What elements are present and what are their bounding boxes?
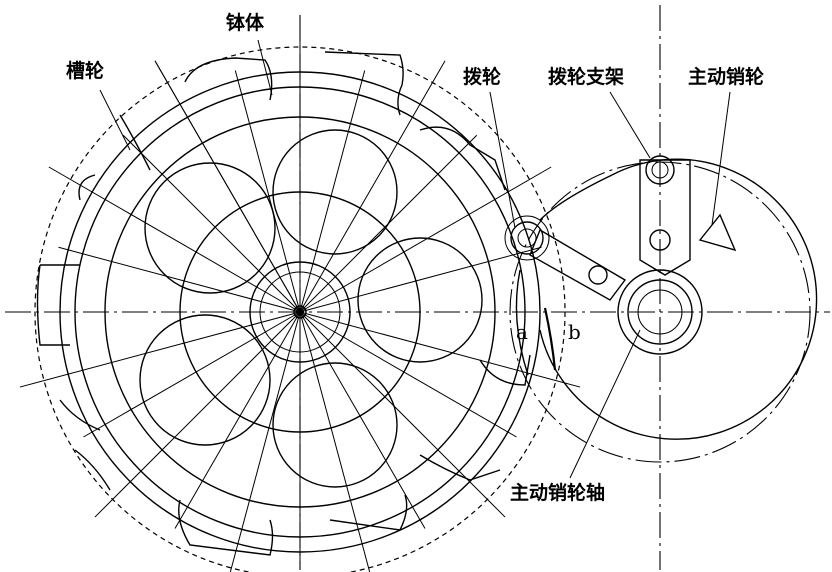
- dial-bracket: [504, 155, 691, 301]
- dial-bracket-label: 拨轮支架: [548, 66, 625, 88]
- driving-pin-wheel-label: 主动销轮: [688, 66, 765, 88]
- radial-line: [299, 311, 426, 529]
- radial-line: [299, 60, 446, 313]
- radial-line: [94, 311, 301, 518]
- radial-line: [234, 70, 301, 313]
- radial-line: [299, 246, 542, 313]
- radial-line: [83, 311, 301, 438]
- radial-line: [299, 311, 581, 388]
- pocket-body-label: 钵体: [226, 12, 265, 34]
- geneva-wheel: [34, 46, 566, 572]
- driving-pin-shaft-label: 主动销轮轴: [510, 482, 606, 504]
- radial-line: [299, 311, 506, 518]
- radial-line: [229, 311, 301, 572]
- leader-lines: [99, 39, 731, 479]
- radial-line: [299, 70, 366, 313]
- radial-line: [58, 246, 301, 313]
- radial-line: [299, 311, 517, 438]
- radial-line: [299, 166, 552, 313]
- geneva-wheel-label: 槽轮: [66, 60, 105, 82]
- point-a-label: a: [516, 320, 528, 344]
- radial-line: [48, 166, 301, 313]
- dial-wheel-label: 拨轮: [463, 66, 502, 88]
- radial-line: [299, 311, 371, 572]
- geneva-teeth: [36, 51, 531, 556]
- radial-line: [19, 311, 301, 388]
- radial-line: [122, 134, 301, 313]
- radial-line: [154, 60, 301, 313]
- radial-lines: [19, 22, 581, 572]
- driving-pin-wheel: [509, 158, 818, 463]
- radial-line: [174, 311, 301, 529]
- point-b-label: b: [568, 320, 581, 344]
